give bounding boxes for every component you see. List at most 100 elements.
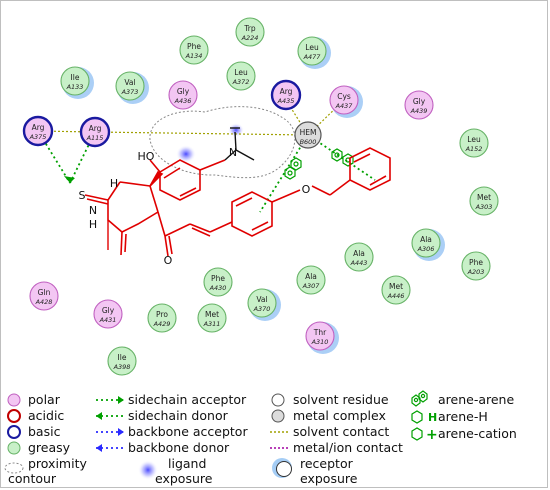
legend-ligand: ligand: [168, 456, 206, 471]
residue-circle: [469, 186, 499, 216]
ligand-exposure-swatch: [138, 460, 158, 480]
heme-node[interactable]: HEM B600: [294, 121, 322, 149]
legend-metal-ion-contact: metal/ion contact: [293, 440, 403, 455]
legend-solvent-contact: solvent contact: [293, 424, 389, 439]
residue-name: Thr: [313, 328, 327, 337]
residue-circle: [235, 17, 265, 47]
residue-circle: [329, 85, 359, 115]
residue-name: Arg: [32, 123, 45, 132]
residue-number: A437: [335, 102, 354, 110]
arrow-head: [64, 176, 75, 183]
residue-name: Phe: [211, 274, 225, 283]
arene-h-legend-icon: [411, 410, 423, 424]
residue-circle: [115, 71, 145, 101]
residue-circle: [296, 265, 326, 295]
heme-name: HEM: [300, 128, 317, 137]
residue-number: A443: [350, 259, 368, 267]
residue-circle: [93, 299, 123, 329]
residue-circle: [22, 115, 54, 147]
residue-circle: [168, 80, 198, 110]
arene-arene-legend-icon: [411, 390, 428, 407]
residue-number: A311: [203, 320, 221, 328]
residue-number: A436: [174, 97, 192, 105]
residue-name: Gly: [102, 306, 115, 315]
residue-number: A224: [241, 34, 259, 42]
ligand-exposure-blob: [228, 123, 244, 137]
acidic-swatch: [7, 409, 21, 423]
arene-h-letter: H: [428, 411, 437, 424]
residue-circle: [203, 267, 233, 297]
residue-circle: [107, 346, 137, 376]
heme-circle: [294, 121, 322, 149]
residue-number: A398: [113, 363, 131, 371]
residue-name: Gly: [413, 97, 426, 106]
carbonyl-o-label: O: [164, 254, 173, 267]
polar-swatch: [7, 393, 21, 407]
residue-circle: [459, 128, 489, 158]
arene-cation-legend-icon: [411, 427, 423, 441]
legend-polar: polar: [28, 392, 61, 407]
residue-number: A430: [209, 284, 227, 292]
residue-name: Val: [256, 295, 267, 304]
legend-greasy: greasy: [28, 440, 71, 455]
legend-sidechain-donor: sidechain donor: [128, 408, 229, 423]
residue-circle: [147, 303, 177, 333]
residue-name: Trp: [243, 24, 256, 33]
residue-circle: [179, 35, 209, 65]
hydroxyl-label: HO: [138, 150, 155, 163]
residue-number: A303: [475, 203, 493, 211]
arene-cation-plus: +: [426, 427, 438, 443]
residue-name: Leu: [234, 68, 248, 77]
legend-receptor: receptor: [300, 456, 354, 471]
proximity-swatch: [4, 462, 24, 474]
residue-number: A133: [66, 83, 84, 91]
ligand-exposure-blob: [176, 145, 196, 163]
residue-circle: [79, 116, 111, 148]
residue-number: A115: [86, 134, 104, 142]
residue-name: Gly: [177, 87, 190, 96]
greasy-swatch: [7, 441, 21, 455]
residue-circle: [29, 281, 59, 311]
residue-circle: [404, 90, 434, 120]
legend-arene-h: arene-H: [438, 409, 488, 424]
residue-number: A372: [232, 78, 250, 86]
ring-nh-label: H: [110, 177, 118, 190]
dimethylamino-group: [224, 127, 255, 161]
legend-backbone-acceptor: backbone acceptor: [128, 424, 248, 439]
metal-complex-swatch: [271, 409, 285, 423]
residue-circle: [411, 228, 441, 258]
solvent-contact-line: [285, 99, 309, 136]
legend-sidechain-acceptor: sidechain acceptor: [128, 392, 247, 407]
ring-nh2-label: H: [89, 218, 97, 231]
residue-name: Pro: [156, 310, 168, 319]
